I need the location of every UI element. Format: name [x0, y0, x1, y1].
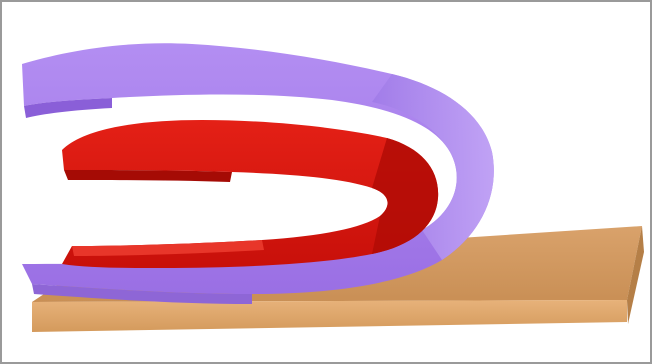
base-board-front [32, 300, 627, 332]
inner-folded-layer [62, 120, 438, 268]
